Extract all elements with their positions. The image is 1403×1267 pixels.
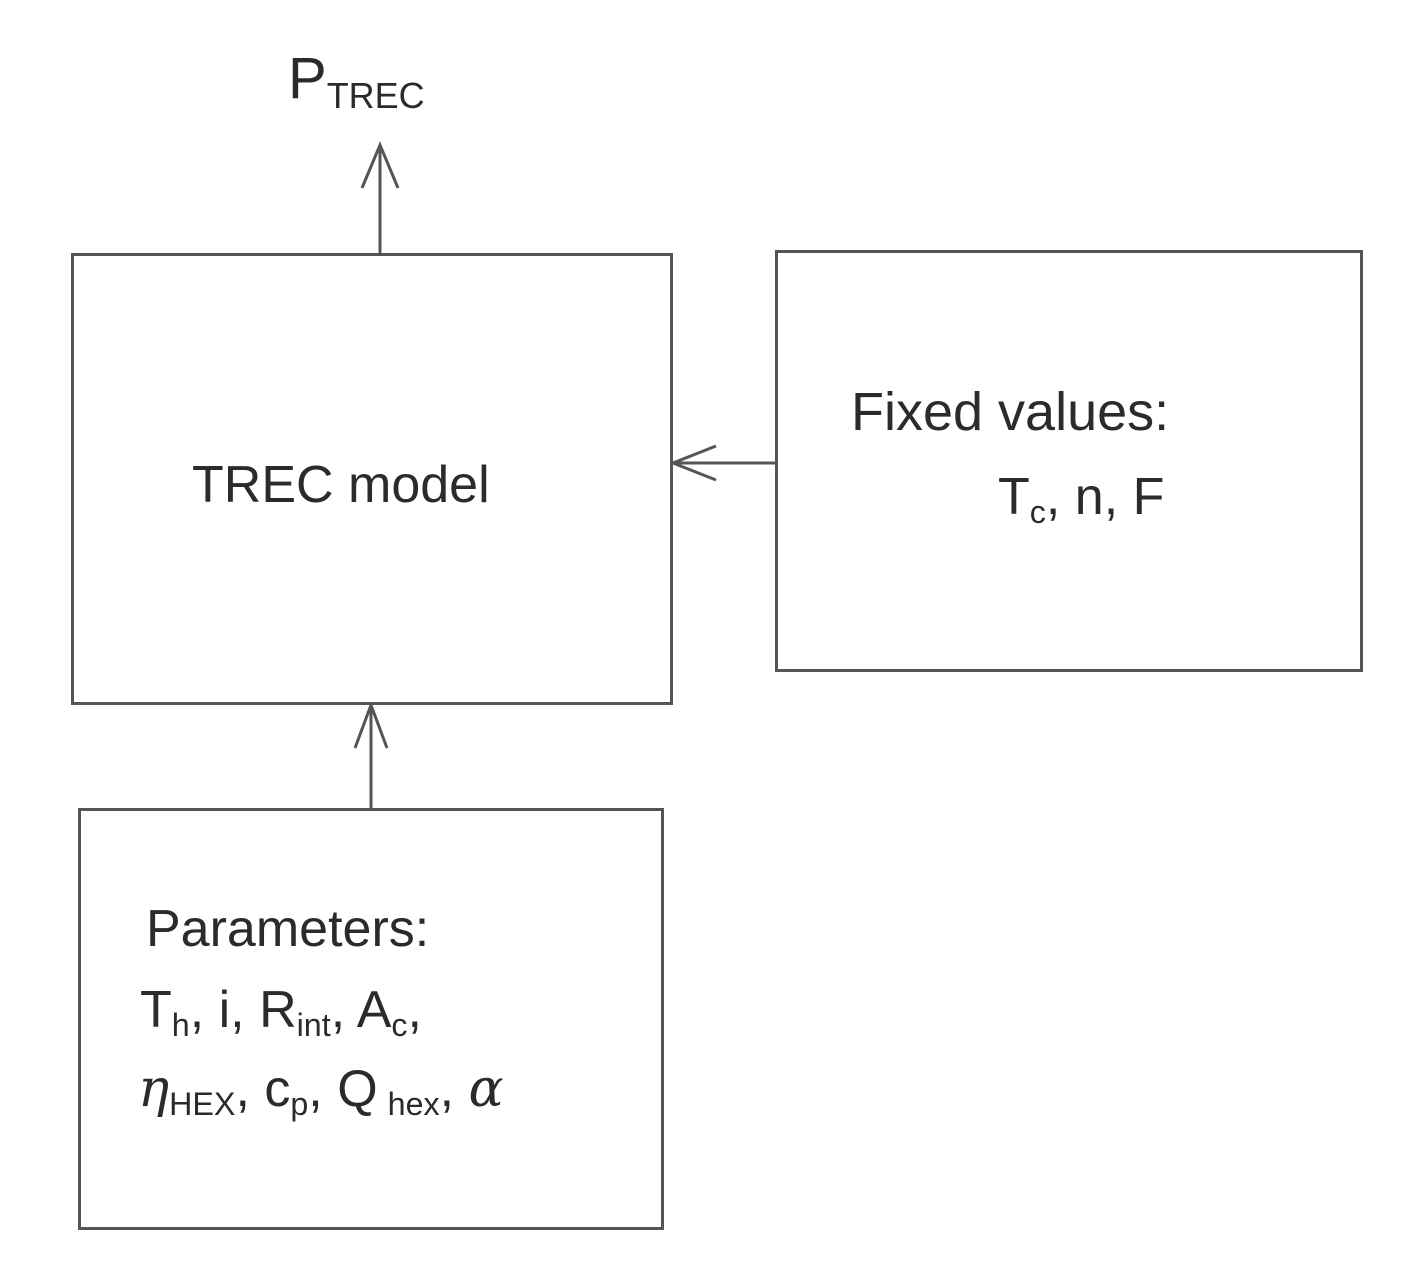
fixed-var: Tc, (998, 468, 1075, 531)
fixed-var: F (1132, 468, 1165, 526)
trec-model-label: TREC model (192, 456, 490, 514)
arrowhead-model-bottom (353, 700, 389, 749)
param-var: ηHEX, (138, 1059, 265, 1123)
param-var: α (468, 1059, 504, 1119)
fixed-values-box (775, 250, 1363, 672)
output-subscript: TREC (326, 75, 425, 117)
fixed-values-vars: Tc, n, F (998, 468, 1165, 531)
param-var: cp, (264, 1060, 338, 1123)
arrowhead-model-right (668, 444, 717, 482)
output-symbol: P (288, 46, 327, 111)
trec-model-box (71, 253, 673, 705)
arrowhead-output (360, 141, 400, 189)
param-var: Rint, (259, 981, 357, 1044)
param-var: Th, (140, 981, 219, 1044)
fixed-values-title: Fixed values: (851, 382, 1170, 442)
parameters-title: Parameters: (146, 900, 430, 958)
parameters-box (78, 808, 664, 1230)
parameters-line-1: Th, i, Rint, Ac, (140, 981, 422, 1044)
fixed-var: n, (1074, 468, 1133, 526)
param-var: Ac, (356, 981, 422, 1044)
param-var: i, (218, 981, 260, 1039)
output-label-ptrec: PTREC (288, 50, 425, 114)
